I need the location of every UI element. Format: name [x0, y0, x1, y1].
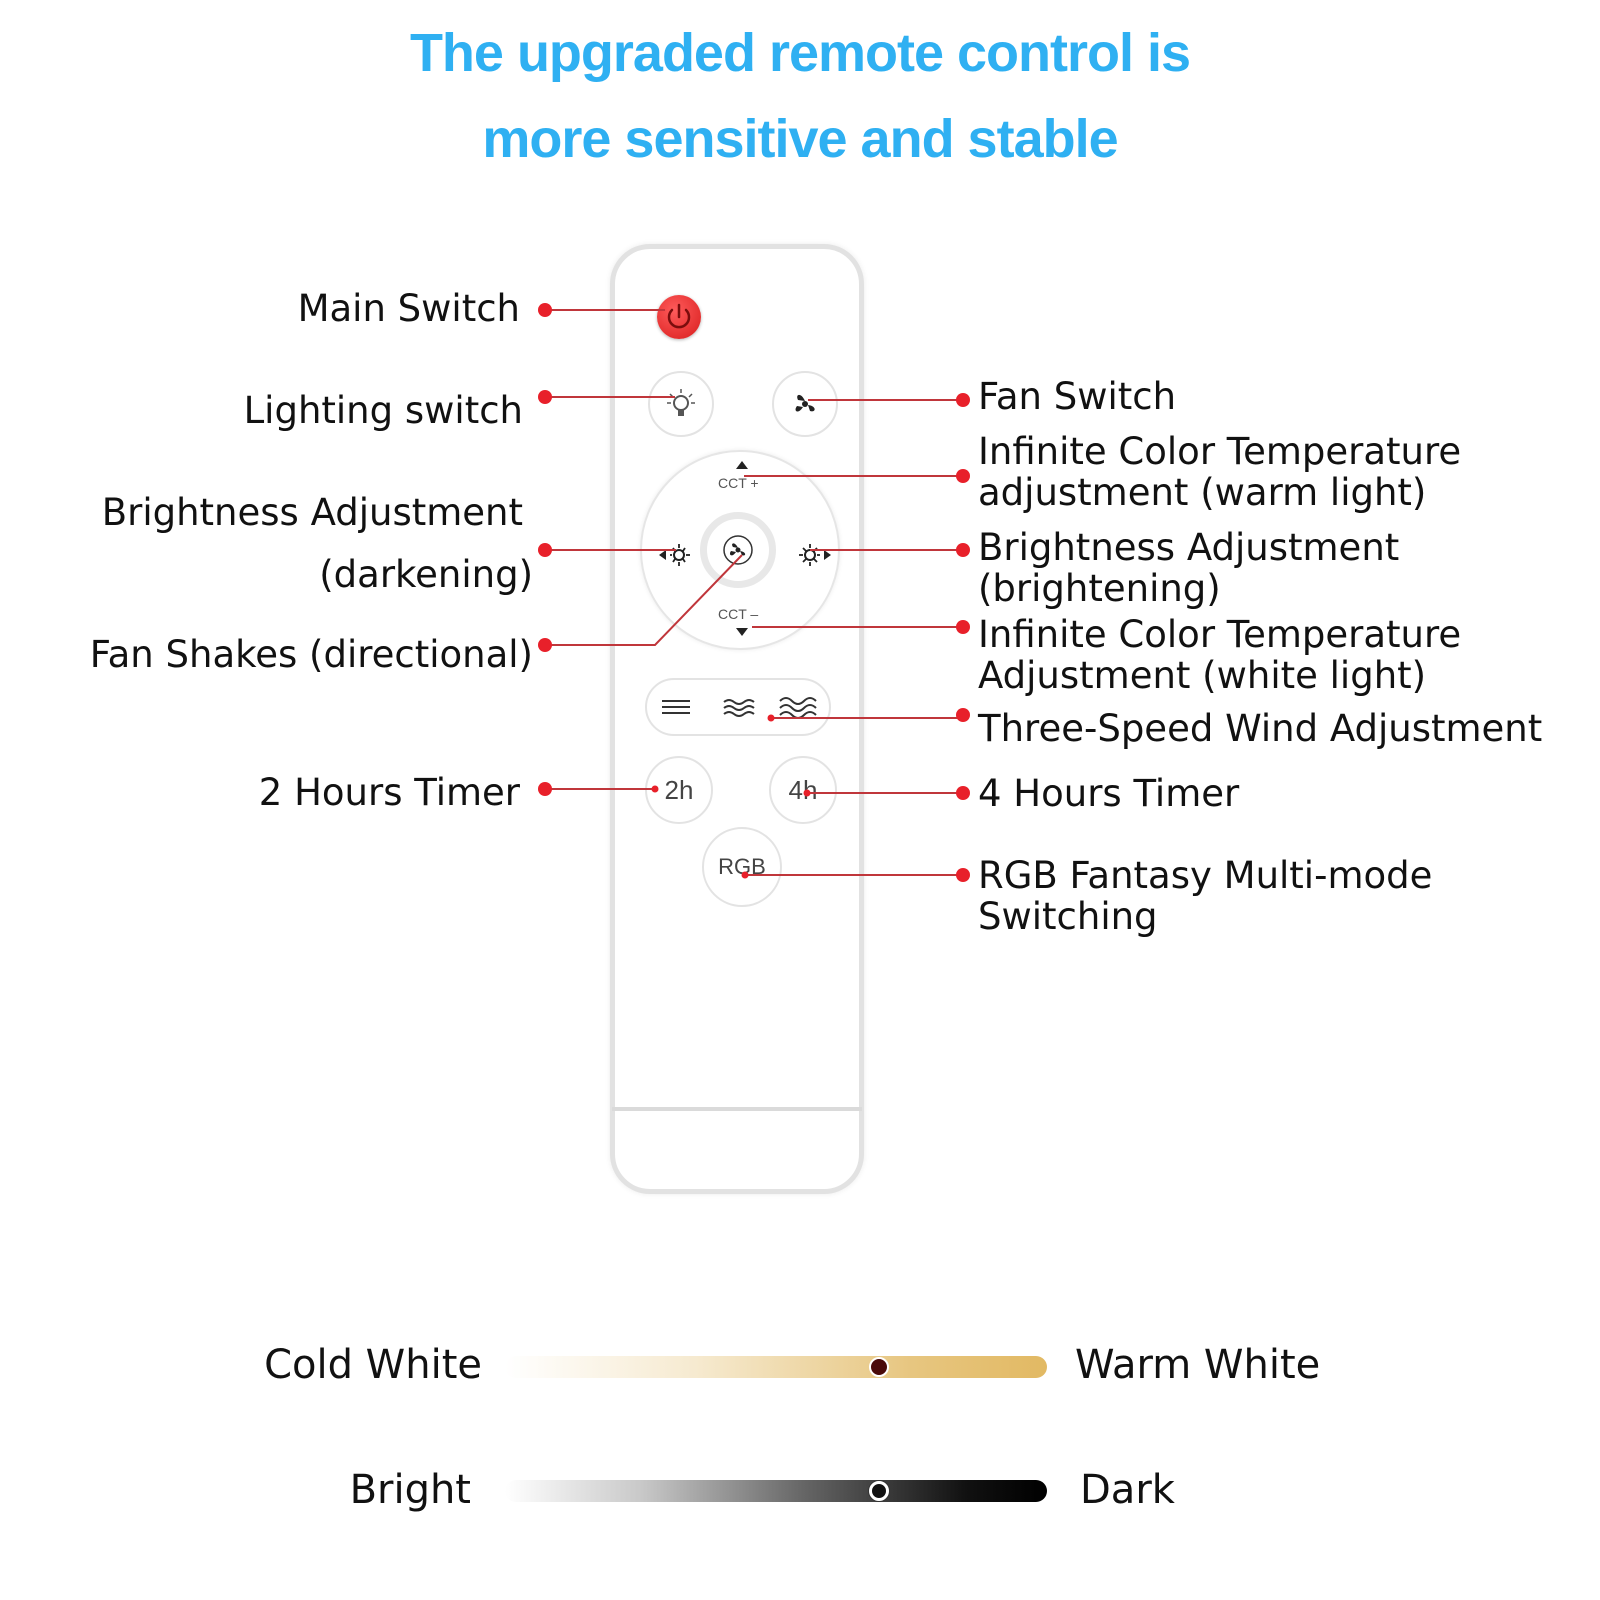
- label-cct-white-1: Infinite Color Temperature: [978, 613, 1462, 656]
- timer-4h-button[interactable]: 4h: [769, 756, 837, 824]
- label-lighting-switch: Lighting switch: [243, 389, 523, 432]
- color-temp-slider-knob[interactable]: [868, 1357, 889, 1377]
- cct-down-arrow-icon[interactable]: [730, 625, 754, 641]
- rgb-button[interactable]: RGB: [702, 827, 782, 907]
- marker-dot: [956, 393, 970, 407]
- slider-warm-white-label: Warm White: [1075, 1342, 1321, 1388]
- fan-shake-icon: [723, 535, 753, 565]
- label-fan-switch: Fan Switch: [978, 375, 1177, 418]
- headline-line-1: The upgraded remote control is: [409, 23, 1191, 83]
- lighting-switch-button[interactable]: [648, 371, 714, 437]
- slider-cold-white-label: Cold White: [264, 1342, 482, 1388]
- remote-seam: [612, 1107, 862, 1111]
- cct-plus-label[interactable]: CCT +: [718, 475, 759, 491]
- label-rgb-1: RGB Fantasy Multi-mode: [978, 854, 1433, 897]
- label-fan-shakes: Fan Shakes (directional): [89, 633, 533, 676]
- marker-dot: [956, 868, 970, 882]
- marker-dot: [956, 620, 970, 634]
- headline-line-2: more sensitive and stable: [482, 109, 1118, 169]
- wind-speed-low-icon[interactable]: [662, 700, 690, 714]
- bulb-icon: [667, 389, 695, 416]
- fan-icon: [795, 394, 815, 412]
- label-brightening-2: (brightening): [978, 567, 1221, 610]
- marker-dot: [538, 390, 552, 404]
- slider-dark-label: Dark: [1080, 1467, 1175, 1513]
- label-main-switch: Main Switch: [297, 287, 520, 330]
- brightness-up-icon[interactable]: [795, 540, 835, 570]
- wind-speed-icons: [662, 697, 817, 719]
- label-brightening-1: Brightness Adjustment: [978, 526, 1400, 569]
- brightness-slider-knob[interactable]: [868, 1481, 889, 1501]
- marker-dot: [956, 543, 970, 557]
- marker-dot: [956, 708, 970, 722]
- color-temp-slider-track[interactable]: [505, 1356, 1047, 1378]
- slider-bright-label: Bright: [349, 1467, 471, 1513]
- label-rgb-2: Switching: [978, 895, 1158, 938]
- timer-2h-button[interactable]: 2h: [645, 756, 713, 824]
- wind-speed-high-icon[interactable]: [779, 697, 817, 719]
- wind-speed-medium-icon[interactable]: [723, 699, 755, 717]
- label-three-speed: Three-Speed Wind Adjustment: [978, 707, 1543, 750]
- label-brightness-darkening-2: (darkening): [319, 553, 533, 596]
- label-brightness-darkening-1: Brightness Adjustment: [101, 491, 523, 534]
- marker-dot: [538, 543, 552, 557]
- marker-dot: [956, 469, 970, 483]
- label-4h-timer: 4 Hours Timer: [978, 772, 1240, 815]
- marker-dot: [538, 782, 552, 796]
- label-2h-timer: 2 Hours Timer: [258, 771, 520, 814]
- marker-dot: [956, 786, 970, 800]
- cct-up-arrow-icon[interactable]: [730, 460, 754, 476]
- label-cct-white-2: Adjustment (white light): [978, 654, 1427, 697]
- cct-minus-label[interactable]: CCT –: [718, 606, 759, 622]
- marker-dot: [538, 638, 552, 652]
- label-cct-warm-2: adjustment (warm light): [978, 471, 1427, 514]
- brightness-down-icon[interactable]: [655, 540, 695, 570]
- brightness-slider-track[interactable]: [505, 1480, 1047, 1502]
- label-cct-warm-1: Infinite Color Temperature: [978, 430, 1462, 473]
- marker-dot: [538, 303, 552, 317]
- main-switch-button[interactable]: [657, 295, 701, 339]
- power-icon: [667, 303, 691, 329]
- fan-switch-button[interactable]: [772, 371, 838, 437]
